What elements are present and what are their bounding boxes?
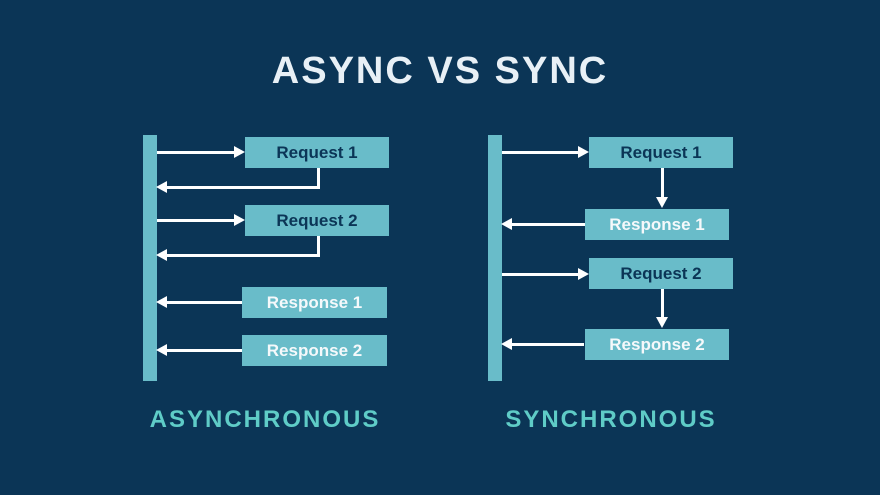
sync-response-2-box: Response 2 bbox=[585, 329, 729, 360]
async-response-1-arrowhead-icon bbox=[156, 296, 167, 308]
async-response-1-box: Response 1 bbox=[242, 287, 387, 318]
async-request-2-send-arrowhead-icon bbox=[234, 214, 245, 226]
async-response-1-line bbox=[167, 301, 242, 304]
sync-request-1-box: Request 1 bbox=[589, 137, 733, 168]
page-title: ASYNC VS SYNC bbox=[271, 50, 609, 92]
sync-request-2-to-response-2-arrowhead-icon bbox=[656, 317, 668, 328]
async-response-2-arrowhead-icon bbox=[156, 344, 167, 356]
async-response-2-line bbox=[167, 349, 242, 352]
async-request-2-return-vline bbox=[317, 236, 320, 256]
async-request-2-send-line bbox=[157, 219, 235, 222]
sync-request-1-send-line bbox=[502, 151, 578, 154]
async-request-2-return-arrowhead-icon bbox=[156, 249, 167, 261]
sync-caption: SYNCHRONOUS bbox=[505, 406, 717, 433]
async-caption: ASYNCHRONOUS bbox=[149, 406, 381, 433]
async-request-2-return-line bbox=[166, 254, 320, 257]
async-request-1-return-line bbox=[166, 186, 320, 189]
sync-response-1-arrowhead-icon bbox=[501, 218, 512, 230]
sync-request-2-send-arrowhead-icon bbox=[578, 268, 589, 280]
async-request-1-return-vline bbox=[317, 168, 320, 188]
sync-response-2-arrowhead-icon bbox=[501, 338, 512, 350]
sync-response-1-box: Response 1 bbox=[585, 209, 729, 240]
sync-client-timeline-bar bbox=[488, 135, 502, 381]
sync-response-1-line bbox=[512, 223, 585, 226]
async-request-1-send-arrowhead-icon bbox=[234, 146, 245, 158]
sync-request-1-to-response-1-arrowhead-icon bbox=[656, 197, 668, 208]
async-request-2-box: Request 2 bbox=[245, 205, 389, 236]
async-response-2-box: Response 2 bbox=[242, 335, 387, 366]
async-client-timeline-bar bbox=[143, 135, 157, 381]
sync-request-1-send-arrowhead-icon bbox=[578, 146, 589, 158]
async-request-1-return-arrowhead-icon bbox=[156, 181, 167, 193]
async-request-1-send-line bbox=[157, 151, 235, 154]
sync-response-2-line bbox=[512, 343, 584, 346]
async-request-1-box: Request 1 bbox=[245, 137, 389, 168]
sync-request-2-to-response-2-vline bbox=[661, 289, 664, 318]
sync-request-2-send-line bbox=[502, 273, 578, 276]
sync-request-2-box: Request 2 bbox=[589, 258, 733, 289]
sync-request-1-to-response-1-vline bbox=[661, 168, 664, 198]
